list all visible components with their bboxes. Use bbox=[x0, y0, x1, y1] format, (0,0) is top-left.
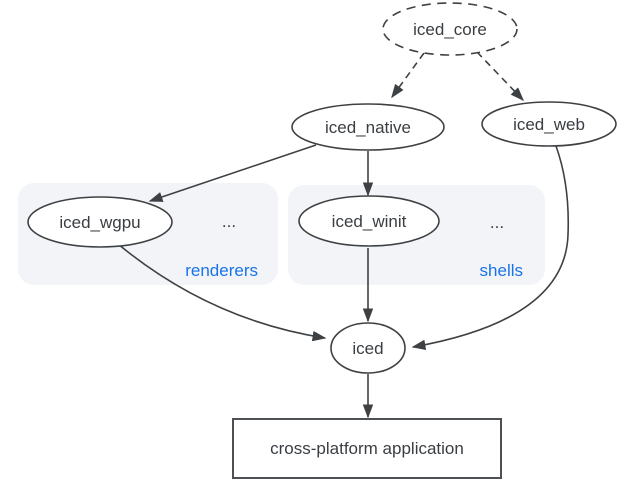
node-iced_winit: iced_winit bbox=[298, 195, 440, 247]
shells-ellipsis: ... bbox=[490, 213, 504, 232]
iced_web-label: iced_web bbox=[513, 115, 585, 134]
iced_winit-ellipse bbox=[298, 195, 440, 247]
node-iced: iced bbox=[330, 322, 406, 374]
app-rect bbox=[232, 418, 502, 479]
iced-ellipse bbox=[330, 322, 406, 374]
iced_wgpu-label: iced_wgpu bbox=[59, 213, 140, 232]
edge-iced_core-to-iced_native bbox=[392, 52, 425, 97]
renderers-ellipsis: ... bbox=[222, 212, 236, 231]
edge-iced_native-to-iced_wgpu bbox=[150, 144, 317, 201]
shells-group-label: shells bbox=[480, 261, 523, 280]
edge-iced_core-to-iced_web bbox=[476, 51, 523, 100]
iced_wgpu-ellipse bbox=[27, 196, 173, 248]
iced_core-ellipse bbox=[382, 2, 518, 56]
edge-iced_wgpu-to-iced bbox=[117, 243, 325, 338]
iced_native-ellipse bbox=[291, 103, 445, 151]
node-app: cross-platform application bbox=[232, 418, 502, 479]
iced_native-label: iced_native bbox=[325, 118, 411, 137]
node-iced_native: iced_native bbox=[291, 103, 445, 151]
iced_core-label: iced_core bbox=[413, 20, 487, 39]
edge-iced_web-to-iced bbox=[413, 145, 570, 347]
node-iced_core: iced_core bbox=[382, 2, 518, 56]
renderers-group-label: renderers bbox=[185, 261, 258, 280]
node-iced_web: iced_web bbox=[481, 101, 617, 147]
iced-label: iced bbox=[352, 339, 383, 358]
iced_web-ellipse bbox=[481, 101, 617, 147]
app-label: cross-platform application bbox=[270, 439, 464, 458]
iced_winit-label: iced_winit bbox=[332, 212, 407, 231]
node-iced_wgpu: iced_wgpu bbox=[27, 196, 173, 248]
